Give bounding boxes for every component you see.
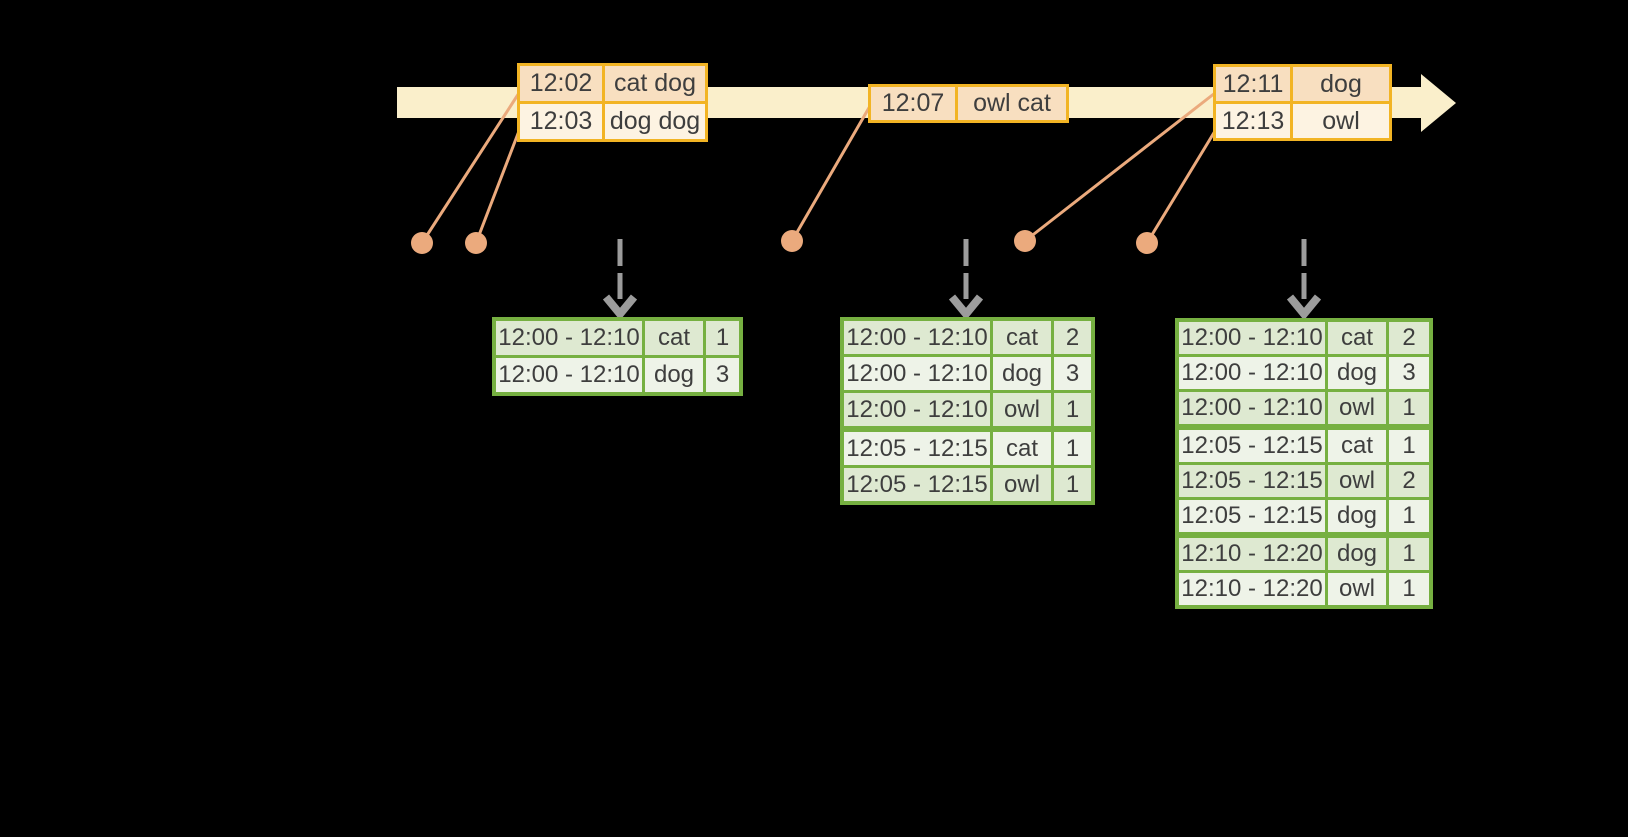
window-cell: 12:05 - 12:15: [1179, 430, 1325, 462]
word-cell: owl: [1328, 465, 1386, 497]
event-words-cell: owl: [1293, 104, 1389, 138]
event-dot: [465, 232, 487, 254]
count-cell: 1: [706, 321, 739, 355]
count-cell: 2: [1389, 465, 1429, 497]
event-dot: [1136, 232, 1158, 254]
count-cell: 1: [1389, 573, 1429, 605]
window-cell: 12:00 - 12:10: [1179, 392, 1325, 424]
event-time-cell: 12:02: [520, 66, 602, 101]
count-cell: 3: [1054, 357, 1091, 390]
word-cell: cat: [1328, 322, 1386, 354]
word-cell: owl: [1328, 392, 1386, 424]
window-cell: 12:00 - 12:10: [1179, 322, 1325, 354]
event-time-cell: 12:11: [1216, 67, 1290, 101]
count-cell: 3: [706, 358, 739, 392]
window-cell: 12:05 - 12:15: [1179, 465, 1325, 497]
window-cell: 12:10 - 12:20: [1179, 573, 1325, 605]
count-cell: 2: [1389, 322, 1429, 354]
timeline-arrowhead-icon: [1421, 74, 1456, 132]
word-cell: dog: [1328, 500, 1386, 532]
count-cell: 3: [1389, 357, 1429, 389]
event-time-cell: 12:07: [871, 87, 955, 120]
count-cell: 1: [1054, 393, 1091, 426]
event-connector-line: [420, 92, 521, 244]
event-connector-line: [790, 105, 872, 242]
event-dot: [411, 232, 433, 254]
window-cell: 12:00 - 12:10: [844, 393, 990, 426]
word-cell: owl: [993, 468, 1051, 501]
window-cell: 12:05 - 12:15: [1179, 500, 1325, 532]
event-words-cell: dog: [1293, 67, 1389, 101]
count-cell: 1: [1389, 392, 1429, 424]
event-words-cell: owl cat: [958, 87, 1066, 120]
event-time-cell: 12:03: [520, 104, 602, 139]
word-cell: cat: [993, 321, 1051, 354]
window-cell: 12:00 - 12:10: [844, 321, 990, 354]
event-connector-line: [1145, 130, 1217, 244]
window-cell: 12:05 - 12:15: [844, 468, 990, 501]
word-cell: cat: [645, 321, 703, 355]
count-cell: 1: [1389, 538, 1429, 570]
event-connector-line: [474, 130, 521, 244]
count-cell: 1: [1389, 430, 1429, 462]
window-cell: 12:00 - 12:10: [496, 358, 642, 392]
count-cell: 1: [1054, 468, 1091, 501]
event-connector-line: [1024, 91, 1216, 243]
word-cell: dog: [1328, 357, 1386, 389]
word-cell: owl: [993, 393, 1051, 426]
word-cell: owl: [1328, 573, 1386, 605]
event-time-cell: 12:13: [1216, 104, 1290, 138]
word-cell: dog: [645, 358, 703, 392]
window-cell: 12:10 - 12:20: [1179, 538, 1325, 570]
window-cell: 12:00 - 12:10: [844, 357, 990, 390]
count-cell: 1: [1389, 500, 1429, 532]
window-cell: 12:05 - 12:15: [844, 432, 990, 465]
count-cell: 2: [1054, 321, 1091, 354]
event-words-cell: dog dog: [605, 104, 705, 139]
word-cell: dog: [993, 357, 1051, 390]
window-cell: 12:00 - 12:10: [1179, 357, 1325, 389]
word-cell: cat: [993, 432, 1051, 465]
word-cell: cat: [1328, 430, 1386, 462]
count-cell: 1: [1054, 432, 1091, 465]
trigger-arrow-icon: [948, 239, 984, 321]
event-words-cell: cat dog: [605, 66, 705, 101]
event-dot: [781, 230, 803, 252]
event-dot: [1014, 230, 1036, 252]
word-cell: dog: [1328, 538, 1386, 570]
trigger-arrow-icon: [1286, 239, 1322, 321]
trigger-arrow-icon: [602, 239, 638, 321]
window-cell: 12:00 - 12:10: [496, 321, 642, 355]
